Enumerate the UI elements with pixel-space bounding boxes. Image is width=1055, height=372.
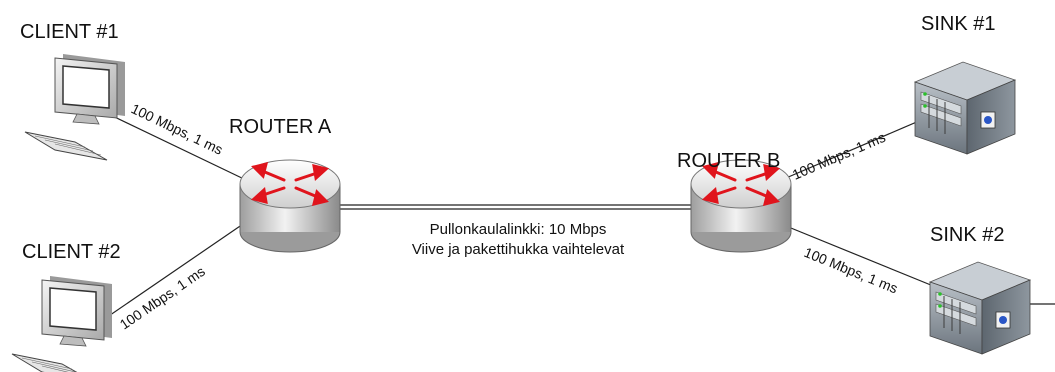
router-b-label: ROUTER B	[677, 150, 780, 172]
link-client1-router-a	[99, 109, 247, 181]
client1-desktop-computer-icon	[24, 53, 126, 161]
link-label-client2-router-a: 100 Mbps, 1 ms	[117, 263, 208, 332]
bottleneck-label-line2: Viive ja pakettihukka vaihtelevat	[412, 241, 625, 258]
client1-label: CLIENT #1	[20, 21, 119, 43]
bottleneck-label-line1: Pullonkaulalinkki: 10 Mbps	[430, 221, 607, 238]
link-label-router-b-sink2: 100 Mbps, 1 ms	[802, 244, 900, 296]
sink2-server-icon	[929, 261, 1031, 355]
client2-label: CLIENT #2	[22, 241, 121, 263]
links	[99, 109, 1055, 323]
router-b-router-icon	[689, 158, 793, 254]
link-label-router-b-sink1: 100 Mbps, 1 ms	[790, 129, 888, 183]
router-a-label: ROUTER A	[229, 116, 332, 138]
sink1-server-icon	[914, 61, 1016, 155]
link-router-b-sink2	[785, 225, 949, 293]
link-label-client1-router-a: 100 Mbps, 1 ms	[129, 100, 226, 157]
sink1-label: SINK #1	[921, 13, 995, 35]
sink2-label: SINK #2	[930, 224, 1004, 246]
client2-desktop-computer-icon	[11, 275, 113, 372]
router-a-router-icon	[238, 158, 342, 254]
link-router-b-sink1	[785, 117, 927, 179]
link-client2-router-a	[99, 221, 247, 323]
